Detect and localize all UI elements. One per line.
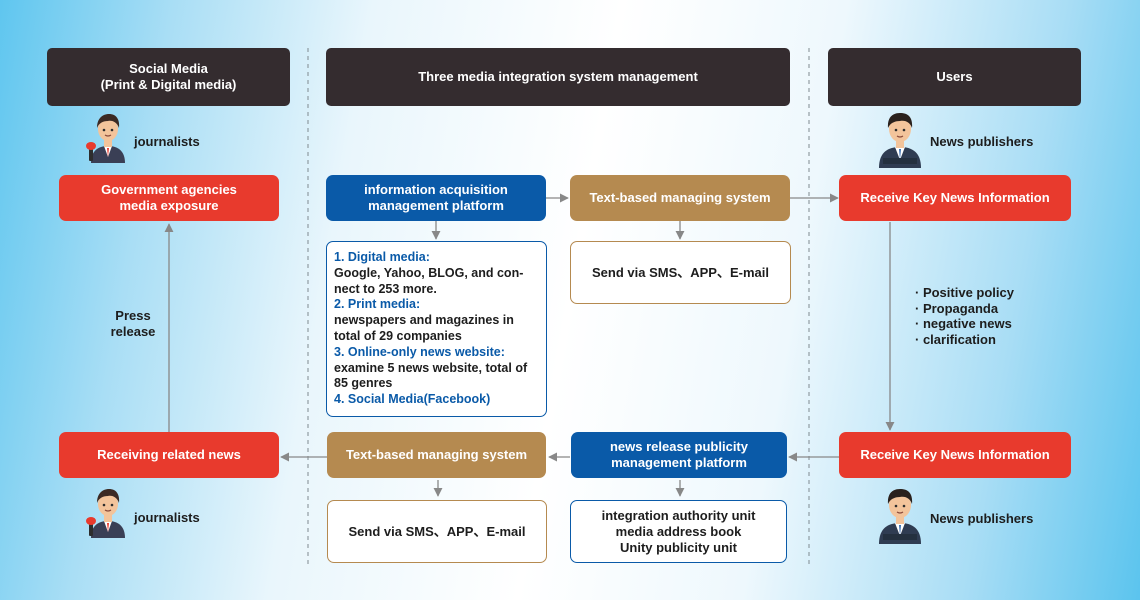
government-agencies-box: Government agencies media exposure: [59, 175, 279, 221]
header-users-label: Users: [936, 69, 973, 84]
receive-key-news-bottom-box: Receive Key News Information: [839, 432, 1071, 478]
journalist-icon: [86, 489, 125, 538]
news-publisher-icon: [879, 113, 921, 168]
info-item-body: Google, Yahoo, BLOG, and con-nect to 253…: [334, 265, 524, 296]
info-item-body: examine 5 news website, total of 85 genr…: [334, 360, 528, 391]
text-managing-system-top-label: Text-based managing system: [589, 190, 771, 205]
news-category-item: · clarification: [915, 332, 996, 348]
journalist-icon: [86, 114, 125, 163]
send-channels-bottom-label: Send via SMS、APP、E-mail: [348, 523, 526, 539]
receiving-related-news-label: Receiving related news: [97, 447, 241, 462]
journalists-bottom-label: journalists: [134, 510, 200, 525]
header-social-media: Social Media (Print & Digital media): [47, 48, 290, 106]
authority-units-line1: integration authority unit: [601, 507, 756, 523]
info-item-body: newspapers and magazines in total of 29 …: [334, 313, 514, 343]
info-item-title: 1. Digital media:: [334, 250, 430, 264]
press-release-line2: release: [110, 324, 156, 339]
press-release-label: Press release: [110, 308, 156, 340]
send-channels-top-label: Send via SMS、APP、E-mail: [592, 264, 769, 280]
news-release-platform-line1: news release publicity: [609, 439, 748, 454]
news-publisher-icon: [879, 489, 921, 544]
acquisition-details-box: 1. Digital media: Google, Yahoo, BLOG, a…: [326, 241, 547, 417]
news-publishers-top-label: News publishers: [930, 134, 1034, 149]
send-channels-bottom-box: Send via SMS、APP、E-mail: [327, 500, 547, 563]
receive-key-news-bottom-label: Receive Key News Information: [860, 447, 1050, 462]
journalists-top-label: journalists: [134, 134, 200, 149]
info-item-title: 2. Print media:: [334, 297, 421, 312]
receiving-related-news-box: Receiving related news: [59, 432, 279, 478]
news-category-item: · negative news: [915, 316, 1012, 332]
text-managing-system-top-box: Text-based managing system: [570, 175, 790, 221]
information-acquisition-line2: management platform: [368, 198, 504, 213]
information-acquisition-box: information acquisition management platf…: [326, 175, 546, 221]
header-social-media-line2: (Print & Digital media): [100, 77, 237, 92]
receive-key-news-top-label: Receive Key News Information: [860, 190, 1050, 205]
press-release-line1: Press: [115, 308, 151, 323]
info-item-title: 4. Social Media(Facebook): [334, 392, 491, 407]
text-managing-system-bottom-box: Text-based managing system: [327, 432, 546, 478]
send-channels-top-box: Send via SMS、APP、E-mail: [570, 241, 791, 304]
government-agencies-line1: Government agencies: [101, 182, 237, 197]
authority-units-line2: media address book: [615, 523, 742, 539]
news-category-list: · Positive policy · Propaganda · negativ…: [915, 285, 1014, 348]
receive-key-news-top-box: Receive Key News Information: [839, 175, 1071, 221]
news-publishers-bottom-label: News publishers: [930, 511, 1034, 526]
header-users: Users: [828, 48, 1081, 106]
authority-units-line3: Unity publicity unit: [620, 539, 737, 555]
header-system-label: Three media integration system managemen…: [418, 69, 698, 84]
authority-units-box: integration authority unit media address…: [570, 500, 787, 563]
news-category-item: · Propaganda: [915, 300, 999, 316]
information-acquisition-line1: information acquisition: [364, 182, 508, 197]
government-agencies-line2: media exposure: [119, 198, 219, 213]
news-release-platform-line2: management platform: [611, 455, 747, 470]
info-item-title: 3. Online-only news website:: [334, 344, 505, 359]
text-managing-system-bottom-label: Text-based managing system: [345, 447, 528, 462]
header-social-media-line1: Social Media: [129, 61, 208, 76]
news-category-item: · Positive policy: [915, 285, 1014, 300]
header-system: Three media integration system managemen…: [326, 48, 790, 106]
news-release-platform-box: news release publicity management platfo…: [571, 432, 787, 478]
